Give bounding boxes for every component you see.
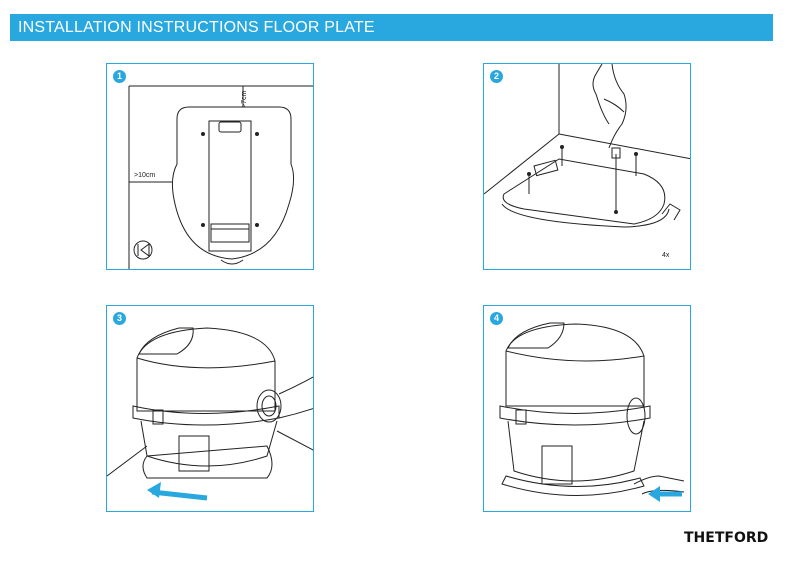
screw-count-label: 4x (662, 252, 670, 259)
step-3-panel: 3 (106, 305, 314, 512)
step-1-illustration (128, 85, 313, 269)
clearance-side-label: >10cm (134, 172, 156, 179)
step-4-illustration (499, 322, 685, 502)
step-2-number: 2 (490, 70, 503, 83)
step-3-illustration (107, 327, 313, 501)
step-4-panel: 4 (483, 305, 691, 512)
step-2-illustration (484, 64, 690, 228)
page-header: INSTALLATION INSTRUCTIONS FLOOR PLATE (10, 14, 773, 41)
step-3-number: 3 (113, 312, 126, 325)
page-title: INSTALLATION INSTRUCTIONS FLOOR PLATE (18, 19, 375, 36)
step-4-number: 4 (490, 312, 503, 325)
step-1-panel: 1 >7cm >10cm (106, 63, 314, 270)
step-1-number: 1 (113, 70, 126, 83)
thetford-logo: THETFORD (684, 530, 769, 546)
clearance-top-label: >7cm (241, 90, 248, 108)
step-2-panel: 2 4x (483, 63, 691, 270)
